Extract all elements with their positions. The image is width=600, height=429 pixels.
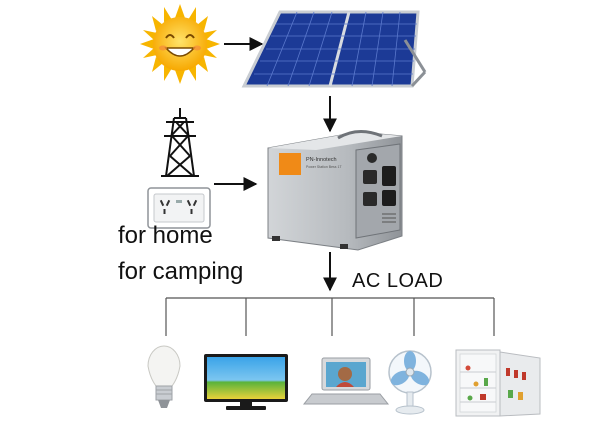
brand-badge <box>279 153 301 175</box>
station-subtitle: Power Station Bess 1T <box>306 165 342 169</box>
light-bulb-icon <box>147 345 181 408</box>
wall-outlet-icon <box>147 187 211 229</box>
label-ac-load: AC LOAD <box>352 270 444 292</box>
sun-icon <box>140 4 220 84</box>
refrigerator-icon <box>455 349 541 417</box>
label-for-camping: for camping <box>118 258 244 285</box>
television-icon <box>204 354 288 410</box>
solar-panel <box>241 10 427 88</box>
station-brand: PN-Innotech <box>306 157 337 163</box>
label-for-home: for home <box>118 222 213 249</box>
ac-load-bus <box>165 297 495 336</box>
transmission-tower-icon <box>161 108 199 177</box>
electric-fan-icon <box>388 350 432 415</box>
laptop-icon <box>302 357 390 405</box>
power-station: PN-Innotech Power Station Bess 1T <box>267 130 403 251</box>
